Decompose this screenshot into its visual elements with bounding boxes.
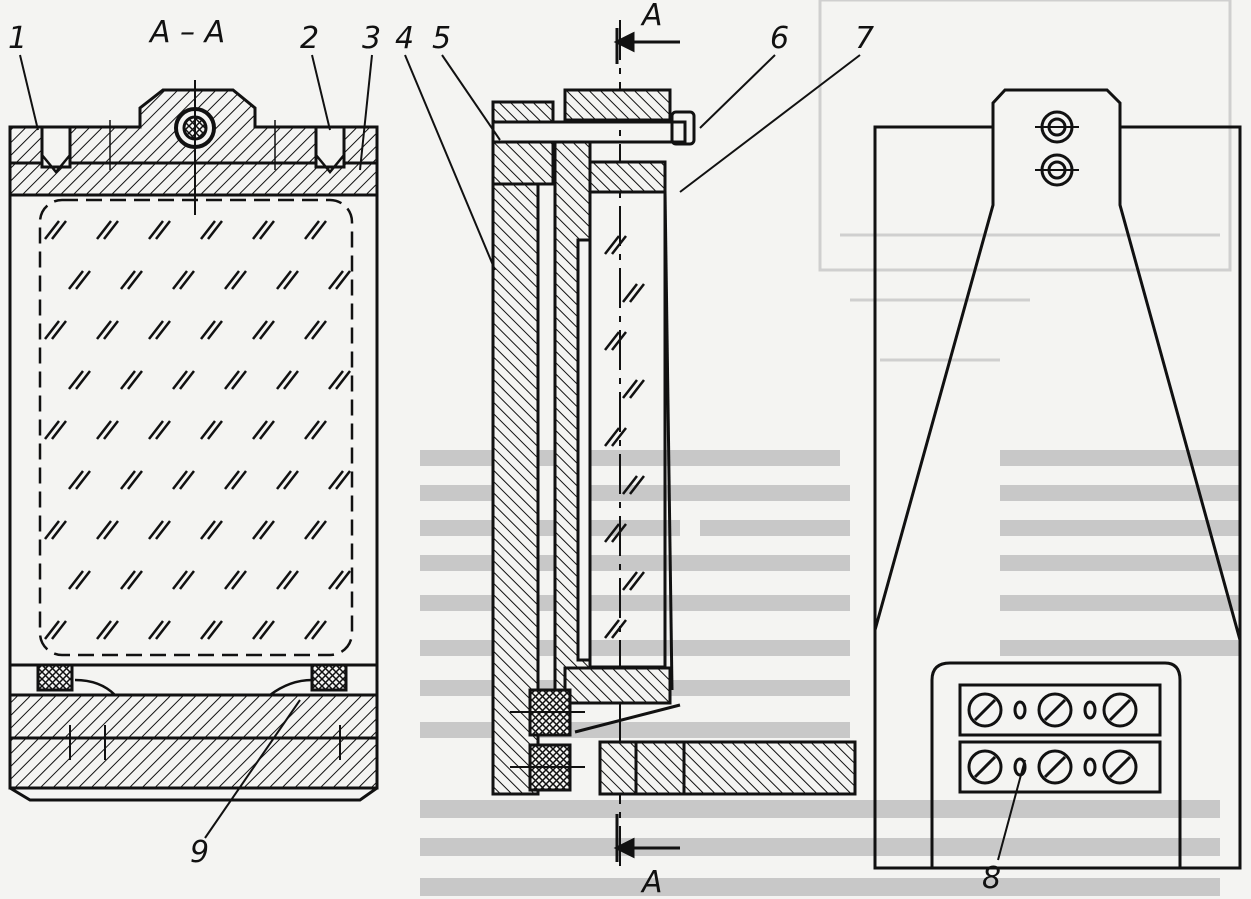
section-arrow-bottom <box>613 814 680 862</box>
section-marker-top: A <box>640 0 663 33</box>
callout-7: 7 <box>855 21 874 56</box>
section-title: A – A <box>148 15 225 50</box>
front-elevation-view <box>873 88 1242 870</box>
section-arrow-top <box>613 28 680 64</box>
callout-4: 4 <box>395 21 414 56</box>
side-section-view <box>491 20 857 870</box>
section-marker-bottom: A <box>640 865 663 899</box>
callout-6: 6 <box>770 21 789 56</box>
glass-hatch-marks <box>44 220 351 640</box>
glass-hatch-marks-side <box>604 235 645 639</box>
callout-2: 2 <box>300 21 319 56</box>
callout-8: 8 <box>982 861 1001 896</box>
callout-1: 1 <box>8 21 27 56</box>
hinge-screws <box>967 692 1138 785</box>
section-view-a-a <box>8 80 379 802</box>
callout-9: 9 <box>190 835 209 870</box>
leader-lines <box>19 54 1026 861</box>
callout-5: 5 <box>432 21 451 56</box>
callout-labels: A – A A A 1 2 3 4 5 6 7 8 9 <box>8 0 1001 899</box>
callout-3: 3 <box>362 21 381 56</box>
